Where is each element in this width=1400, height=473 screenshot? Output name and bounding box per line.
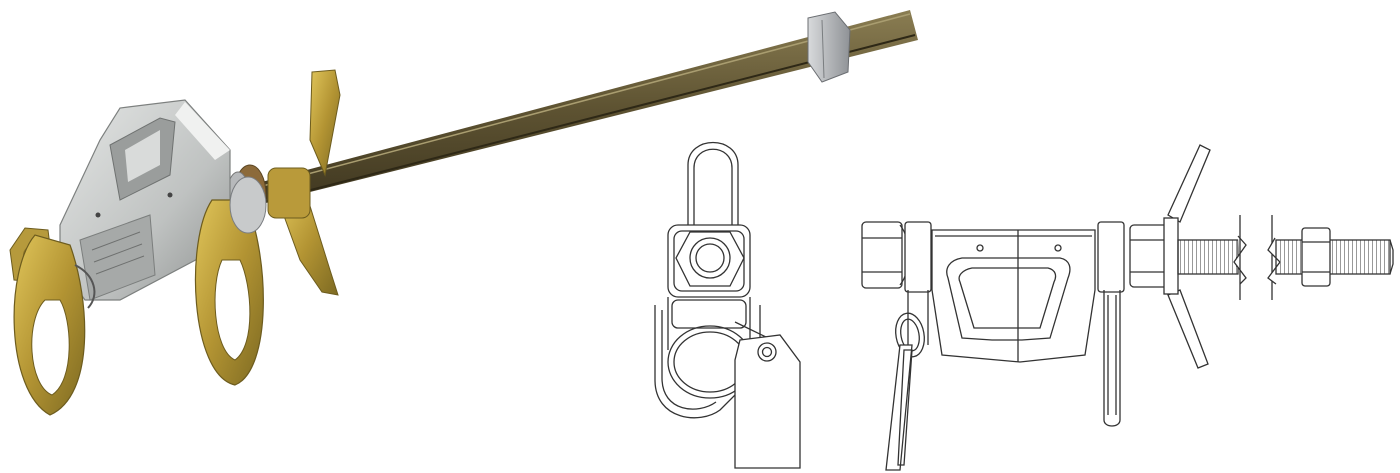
end-hex-nut (675, 231, 745, 287)
end-body-ring (654, 305, 761, 419)
side-right-plate (1097, 221, 1125, 293)
side-tee-handle (1163, 144, 1211, 369)
side-clamp-body (931, 229, 1096, 363)
right-d-ring (194, 176, 267, 386)
side-left-plate (904, 221, 932, 293)
swivel-tab (687, 142, 739, 225)
left-d-ring (13, 234, 86, 416)
clamp-body (59, 99, 231, 301)
bolt-plate (667, 224, 751, 298)
retaining-pin (74, 264, 96, 309)
product-photo (9, 10, 918, 416)
side-view-drawing (861, 144, 1394, 471)
threaded-rod (250, 10, 918, 205)
side-rod-segment-1 (1177, 235, 1247, 285)
side-rod-nut (1301, 227, 1331, 287)
end-view-drawing (654, 142, 801, 469)
inspection-tag (734, 321, 801, 469)
side-left-hex-nut (861, 221, 910, 289)
hex-nut (807, 11, 851, 83)
label-plate (79, 214, 156, 301)
side-rod-segment-2 (1267, 237, 1394, 285)
side-pull-ring (885, 312, 925, 471)
